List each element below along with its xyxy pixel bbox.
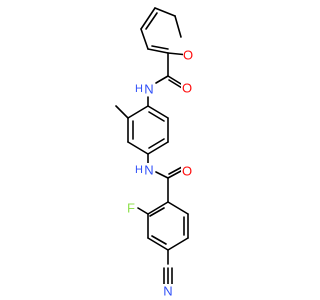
atom-label-o-amide-mid: O: [182, 164, 192, 179]
atom-label-h-amide-mid: H: [135, 164, 143, 176]
central-benzene: [127, 105, 169, 155]
top-amide: [155, 52, 183, 89]
atom-labels: O O N H N H O F N: [126, 47, 194, 299]
atom-label-f: F: [127, 201, 135, 216]
atom-label-o-amide-top: O: [182, 81, 192, 96]
lower-benzene: [147, 201, 189, 251]
atom-label-o-furan: O: [183, 48, 193, 63]
furan-ring: [140, 7, 189, 56]
bond-n-carbonyl-mid: [155, 171, 169, 179]
atom-label-n-amide-top: N: [144, 82, 153, 97]
atom-label-n-amide-mid: N: [144, 163, 153, 178]
molecule-diagram: O O N H N H O F N: [115, 7, 194, 299]
atom-label-n-nitrile: N: [163, 284, 172, 299]
nitrile-group: [163, 249, 173, 285]
structure-svg: O O N H N H O F N: [115, 7, 194, 299]
methyl-bond: [115, 105, 129, 119]
atom-label-h-amide-top: H: [135, 83, 143, 95]
fluoro-bond: [137, 207, 149, 215]
middle-carbonyl: [167, 166, 183, 203]
